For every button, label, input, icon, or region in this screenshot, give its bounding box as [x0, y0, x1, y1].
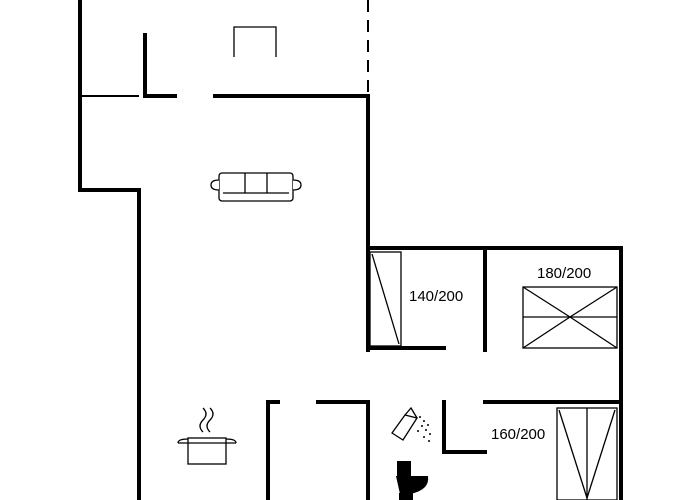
- wardrobe-icon: [369, 251, 402, 347]
- bed-size-label: 140/200: [409, 288, 463, 305]
- sofa-icon: [210, 172, 302, 202]
- bed-icon: [522, 286, 618, 349]
- walls: [78, 0, 623, 500]
- shower-icon: [391, 406, 431, 442]
- bed-size-label: 180/200: [537, 265, 591, 282]
- wardrobe-lower-icon: [556, 407, 618, 500]
- toilet-icon: [396, 461, 429, 500]
- cooking-pot-icon: [177, 407, 237, 465]
- bed-size-label: 160/200: [491, 426, 545, 443]
- interior-walls: [266, 246, 623, 500]
- fireplace-icon: [233, 26, 277, 57]
